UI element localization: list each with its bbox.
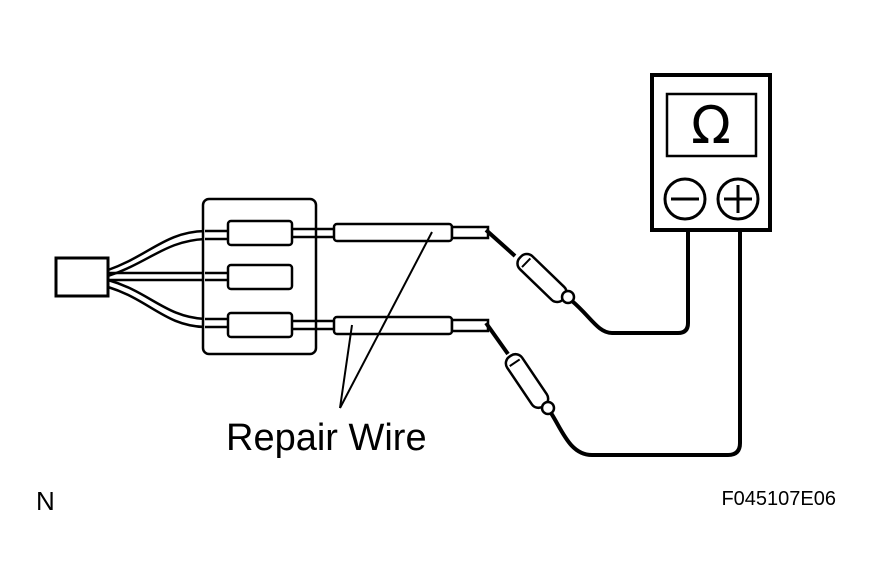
repair-wire-lower [332, 315, 490, 336]
probe-positive [484, 225, 742, 457]
repair-wire-upper [332, 222, 490, 243]
repair-wire-callout [339, 231, 433, 409]
probe-negative [484, 225, 690, 335]
connector-terminal-lower [226, 311, 294, 339]
wire-harness [54, 229, 206, 329]
connector-terminal-middle [226, 263, 294, 291]
repair-wire-label: Repair Wire [226, 417, 427, 459]
ohm-icon: Ω [691, 96, 731, 156]
meter-display [665, 92, 758, 158]
ohmmeter: Ω [650, 73, 772, 232]
orientation-mark: N [36, 486, 55, 516]
connector [201, 197, 334, 356]
plus-icon [724, 185, 752, 213]
figure-code: F045107E06 [721, 488, 836, 510]
connector-terminal-upper [226, 219, 294, 247]
